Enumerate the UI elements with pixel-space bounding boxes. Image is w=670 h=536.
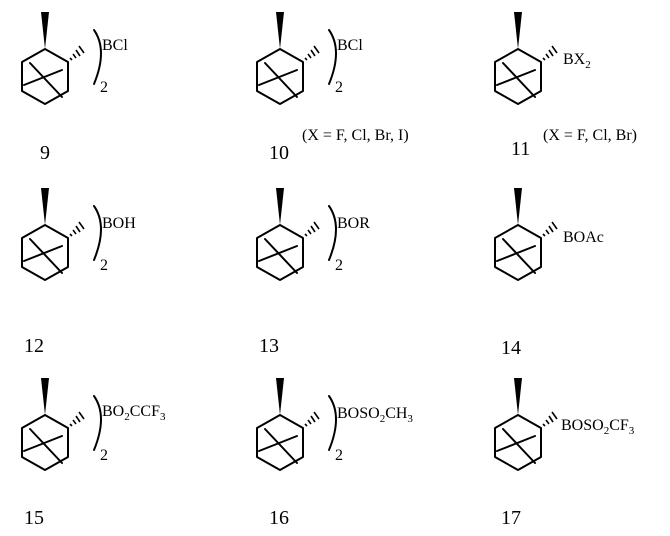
compound-15-reagent: BO2CCF3 <box>102 403 166 423</box>
compound-11-number: 11 <box>511 138 530 160</box>
compound-12: BOH 2 12 <box>21 187 136 357</box>
compound-10-number: 10 <box>269 142 289 164</box>
compound-9: BCl 2 9 <box>21 11 128 164</box>
compound-14-reagent: BOAc <box>563 229 604 246</box>
compound-16-reagent: BOSO2CH3 <box>337 405 413 425</box>
compound-14: BOAc 14 <box>494 187 604 359</box>
compound-10-note: (X = F, Cl, Br, I) <box>302 127 409 144</box>
compound-17: BOSO2CF3 17 <box>494 377 635 529</box>
compound-10-reagent: BCl <box>337 37 363 54</box>
compound-13-number: 13 <box>259 335 279 357</box>
compound-15: BO2CCF3 2 15 <box>21 377 166 529</box>
compound-9-number: 9 <box>40 142 50 164</box>
compound-13: BOR 2 13 <box>256 187 370 357</box>
compound-11-note: (X = F, Cl, Br) <box>543 127 637 144</box>
compound-10-subscript: 2 <box>335 79 343 96</box>
compound-12-reagent: BOH <box>102 215 136 232</box>
compound-15-number: 15 <box>24 507 44 529</box>
compound-16-subscript: 2 <box>335 447 343 464</box>
compound-10: BCl 2 (X = F, Cl, Br, I) 10 <box>256 11 409 164</box>
compound-15-subscript: 2 <box>100 447 108 464</box>
compound-16-number: 16 <box>269 507 289 529</box>
compound-12-number: 12 <box>24 335 44 357</box>
compound-9-subscript: 2 <box>100 79 108 96</box>
compound-12-subscript: 2 <box>100 257 108 274</box>
compound-11: BX2 (X = F, Cl, Br) 11 <box>494 11 637 160</box>
compound-13-reagent: BOR <box>337 215 370 232</box>
compound-9-reagent: BCl <box>102 37 128 54</box>
compound-13-subscript: 2 <box>335 257 343 274</box>
compound-17-reagent: BOSO2CF3 <box>561 417 635 437</box>
compound-11-reagent: BX2 <box>563 51 591 71</box>
compound-16: BOSO2CH3 2 16 <box>256 377 413 529</box>
compound-17-number: 17 <box>501 507 521 529</box>
compound-14-number: 14 <box>501 337 521 359</box>
